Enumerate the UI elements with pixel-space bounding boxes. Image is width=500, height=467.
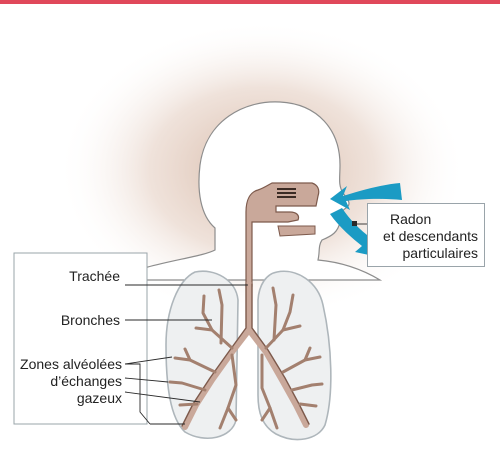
label-radon: Radon et descendants particulaires [368,211,482,262]
mouth-cavity [278,226,315,236]
radon-line-3: particulaires [368,245,478,262]
zones-line-3: gazeux [14,390,122,407]
label-trachee: Trachée [40,268,120,285]
zones-line-1: Zones alvéolées [14,356,122,373]
zones-line-2: d’échanges [14,373,122,390]
radon-line-1: Radon [368,211,478,228]
label-bronches: Bronches [40,312,120,329]
radon-leader-marker [352,221,357,226]
label-zones-alveolees: Zones alvéolées d’échanges gazeux [14,356,122,407]
radon-line-2: et descendants [368,228,478,245]
